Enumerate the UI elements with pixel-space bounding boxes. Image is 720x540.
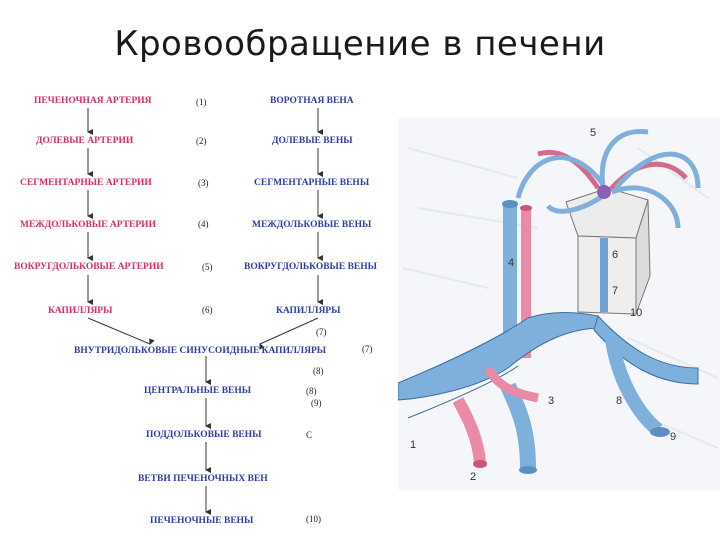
step-number: (7) <box>316 327 327 337</box>
artery-label: ПЕЧЕНОЧНАЯ АРТЕРИЯ <box>34 96 152 106</box>
vein-label: ДОЛЕВЫЕ ВЕНЫ <box>272 136 353 146</box>
step-number: (1) <box>196 97 207 107</box>
step-number: (2) <box>196 136 207 146</box>
vein-label: ВОКРУГДОЛЬКОВЫЕ ВЕНЫ <box>244 262 377 272</box>
figure-label: 7 <box>612 285 618 297</box>
figure-label: 9 <box>670 431 676 443</box>
illustration-svg: 1 2 3 4 5 6 7 8 9 10 <box>397 118 720 490</box>
artery-label: МЕЖДОЛЬКОВЫЕ АРТЕРИИ <box>20 220 156 230</box>
arrow <box>259 317 319 350</box>
artery-label: СЕГМЕНТАРНЫЕ АРТЕРИИ <box>20 178 152 188</box>
vein-label: ВЕТВИ ПЕЧЕНОЧНЫХ ВЕН <box>138 474 268 484</box>
artery-label: ВОКРУГДОЛЬКОВЫЕ АРТЕРИИ <box>14 262 164 272</box>
step-number: (10) <box>306 514 321 524</box>
figure-label: 6 <box>612 249 618 261</box>
figure-label: 1 <box>410 439 416 451</box>
slide-title: Кровообращение в печени <box>114 24 606 64</box>
step-number: (6) <box>202 305 213 315</box>
vein-label: ЦЕНТРАЛЬНЫЕ ВЕНЫ <box>144 386 252 396</box>
step-number: С <box>306 430 313 440</box>
step-number: (8) <box>306 386 317 396</box>
step-number: (5) <box>202 262 213 272</box>
figure-label: 10 <box>630 307 642 319</box>
artery-label: ДОЛЕВЫЕ АРТЕРИИ <box>36 136 134 146</box>
step-number: (4) <box>198 219 209 229</box>
flow-diagram: ПЕЧЕНОЧНАЯ АРТЕРИЯ (1) ДОЛЕВЫЕ АРТЕРИИ (… <box>14 96 377 526</box>
vein-label: МЕЖДОЛЬКОВЫЕ ВЕНЫ <box>252 220 372 230</box>
flow-arrows <box>87 108 323 515</box>
vein-label: СЕГМЕНТАРНЫЕ ВЕНЫ <box>254 178 370 188</box>
vein-label: ПОДДОЛЬКОВЫЕ ВЕНЫ <box>146 430 262 440</box>
vein-label: ВОРОТНАЯ ВЕНА <box>270 96 354 106</box>
liver-lobule-illustration: 1 2 3 4 5 6 7 8 9 10 <box>397 118 720 490</box>
arrow <box>87 317 155 345</box>
step-number: (3) <box>198 178 209 188</box>
lobule <box>565 187 651 315</box>
step-number: (7) <box>362 344 373 354</box>
figure-label: 8 <box>616 395 622 407</box>
figure-label: 5 <box>590 127 596 139</box>
figure-label: 4 <box>508 257 514 269</box>
artery-label: КАПИЛЛЯРЫ <box>48 306 113 316</box>
vein-label: КАПИЛЛЯРЫ <box>276 306 341 316</box>
vein-label: ПЕЧЕНОЧНЫЕ ВЕНЫ <box>150 516 254 526</box>
step-number: (9) <box>311 398 322 408</box>
figure-label: 2 <box>470 471 476 483</box>
sinusoid-label: ВНУТРИДОЛЬКОВЫЕ СИНУСОИДНЫЕ КАПИЛЛЯРЫ <box>74 346 327 356</box>
step-number: (8) <box>313 366 324 376</box>
figure-label: 3 <box>548 395 554 407</box>
